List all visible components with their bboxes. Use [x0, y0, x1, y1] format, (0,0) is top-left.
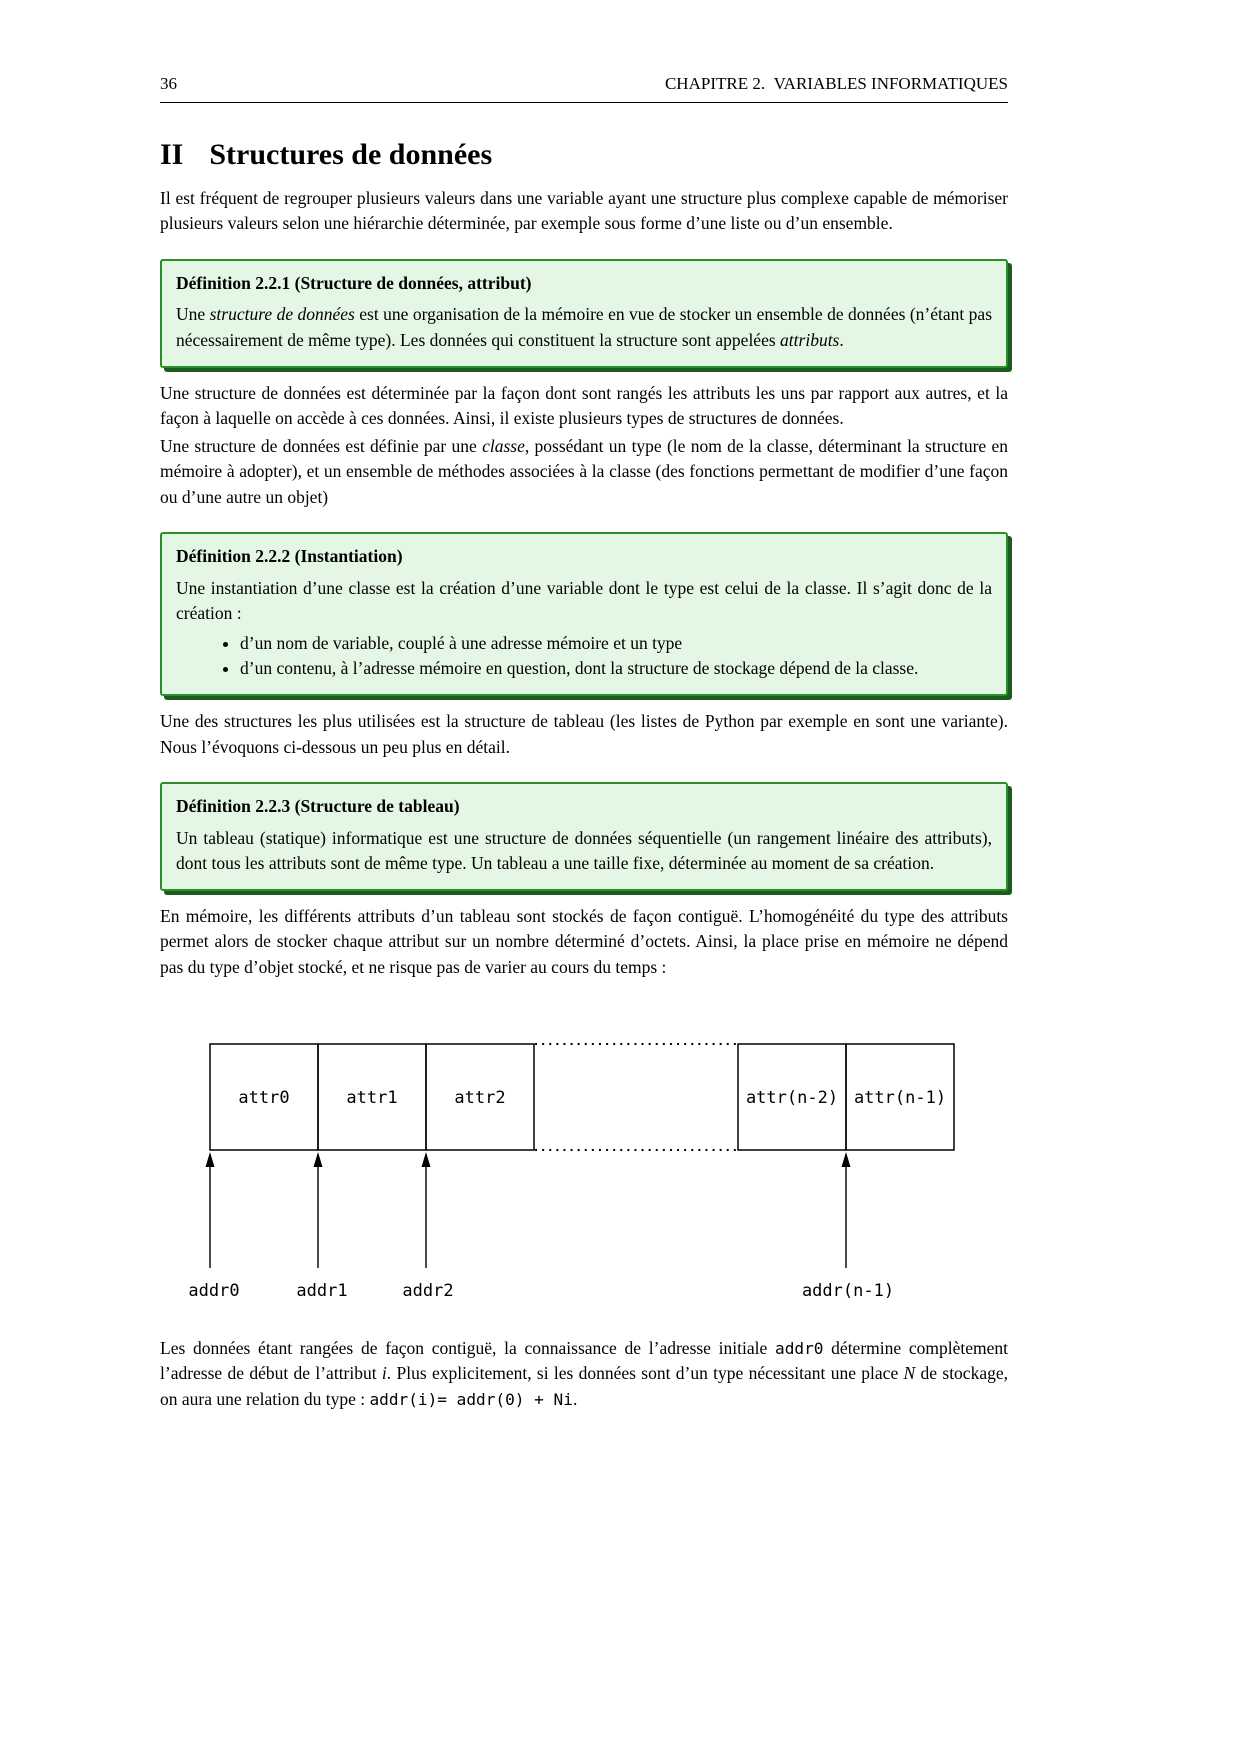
definition-box-structure-de-tableau: Définition 2.2.3 (Structure de tableau) …	[160, 782, 1008, 891]
definition-body: Une structure de données est une organis…	[176, 304, 992, 350]
array-memory-diagram: attr0 attr1 attr2 attr(n-2) attr(n-1) ad…	[160, 1036, 1008, 1324]
page-header: 36 CHAPITRE 2. VARIABLES INFORMATIQUES	[160, 72, 1008, 97]
section-title: Structures de données	[209, 137, 493, 171]
array-cell-box	[845, 1043, 955, 1152]
definition-bullet-list: d’un nom de variable, couplé à une adres…	[176, 631, 992, 682]
definition-title: Définition 2.2.2 (Instantiation)	[176, 546, 403, 567]
definition-body: Une instantiation d’une classe est la cr…	[176, 577, 992, 624]
paragraph-adresse-relation: Les données étant rangées de façon conti…	[160, 1337, 1008, 1410]
bullet-item: d’un nom de variable, couplé à une adres…	[240, 631, 992, 657]
bullet-item: d’un contenu, à l’adresse mémoire en que…	[240, 656, 992, 682]
section-number: II	[160, 137, 184, 171]
cell-label: attr0	[238, 1088, 289, 1108]
address-arrowhead	[841, 1152, 851, 1168]
chapter-running-title: CHAPITRE 2. VARIABLES INFORMATIQUES	[664, 74, 1008, 93]
array-memory-diagram-svg: attr0 attr1 attr2 attr(n-2) attr(n-1) ad…	[188, 1043, 955, 1301]
header-rule	[160, 101, 1008, 103]
array-cell-box	[425, 1043, 535, 1152]
paragraph-classe: Une structure de données est définie par…	[160, 435, 1008, 507]
address-arrowhead	[205, 1152, 215, 1168]
page-content: 36 CHAPITRE 2. VARIABLES INFORMATIQUES I…	[160, 0, 1008, 1413]
definition-title: Définition 2.2.3 (Structure de tableau)	[176, 796, 460, 817]
paragraph-tableau-intro: Une des structures les plus utilisées es…	[160, 711, 1008, 757]
cell-label: attr2	[454, 1088, 505, 1108]
address-arrowhead	[421, 1152, 431, 1168]
paragraph-intro: Il est fréquent de regrouper plusieurs v…	[160, 187, 1008, 234]
cell-label: attr(n-1)	[854, 1088, 946, 1108]
paragraph-structure-determinee: Une structure de données est déterminée …	[160, 382, 1008, 429]
definition-box-instantiation: Définition 2.2.2 (Instantiation) Une ins…	[160, 532, 1008, 697]
definition-box-structure-de-donnees: Définition 2.2.1 (Structure de données, …	[160, 258, 1008, 368]
cell-label: attr(n-2)	[746, 1088, 838, 1108]
address-label: addr(n-1)	[802, 1281, 894, 1301]
page-number: 36	[160, 74, 177, 93]
address-label: addr2	[402, 1281, 453, 1301]
address-label: addr1	[296, 1281, 347, 1301]
definition-title: Définition 2.2.1 (Structure de données, …	[176, 272, 532, 293]
section-heading: II Structures de données	[160, 137, 1008, 173]
paragraph-memoire-contigue: En mémoire, les différents attributs d’u…	[160, 905, 1008, 977]
cell-label: attr1	[346, 1088, 397, 1108]
address-label: addr0	[188, 1281, 239, 1301]
address-arrowhead	[313, 1152, 323, 1168]
definition-body: Un tableau (statique) informatique est u…	[176, 827, 992, 874]
